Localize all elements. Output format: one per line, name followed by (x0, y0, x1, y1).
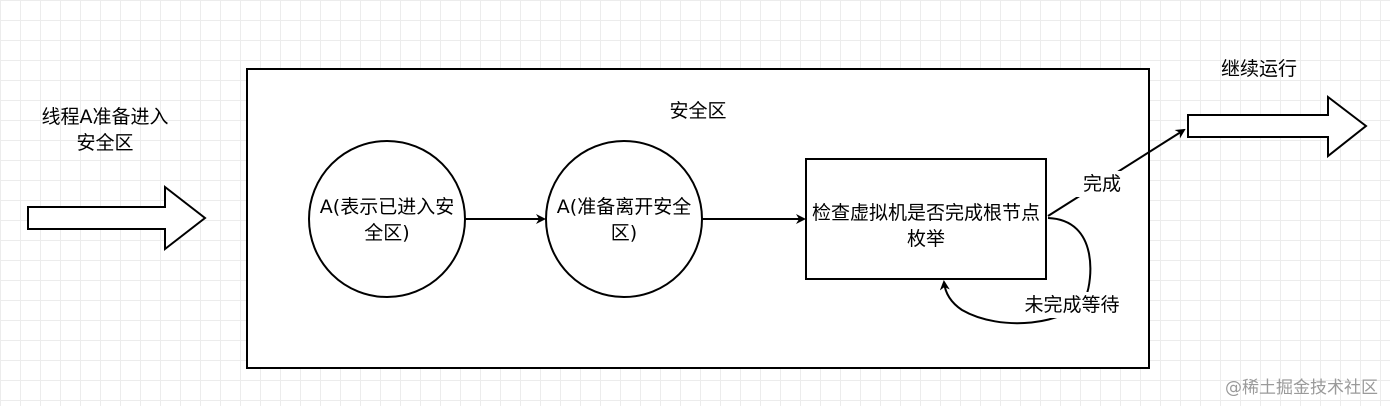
continue-block-arrow (1187, 94, 1368, 159)
check-box-rect (805, 158, 1047, 280)
check-box-label: 检查虚拟机是否完成根节点枚举 (812, 202, 1041, 250)
entry-block-arrow (27, 184, 207, 252)
done-label: 完成 (1076, 171, 1128, 197)
arrow-wait-loop (939, 217, 1092, 325)
wait-label: 未完成等待 (1011, 292, 1133, 318)
node-entered-label: A(表示已进入安全区) (319, 196, 455, 244)
entry-label: 线程A准备进入安全区 (41, 106, 169, 154)
safe-zone-title: 安全区 (669, 100, 727, 122)
node-leaving-label: A(准备离开安全区) (556, 196, 692, 244)
watermark: @稀土掘金技术社区 (1225, 378, 1378, 398)
continue-label: 继续运行 (1220, 58, 1297, 80)
